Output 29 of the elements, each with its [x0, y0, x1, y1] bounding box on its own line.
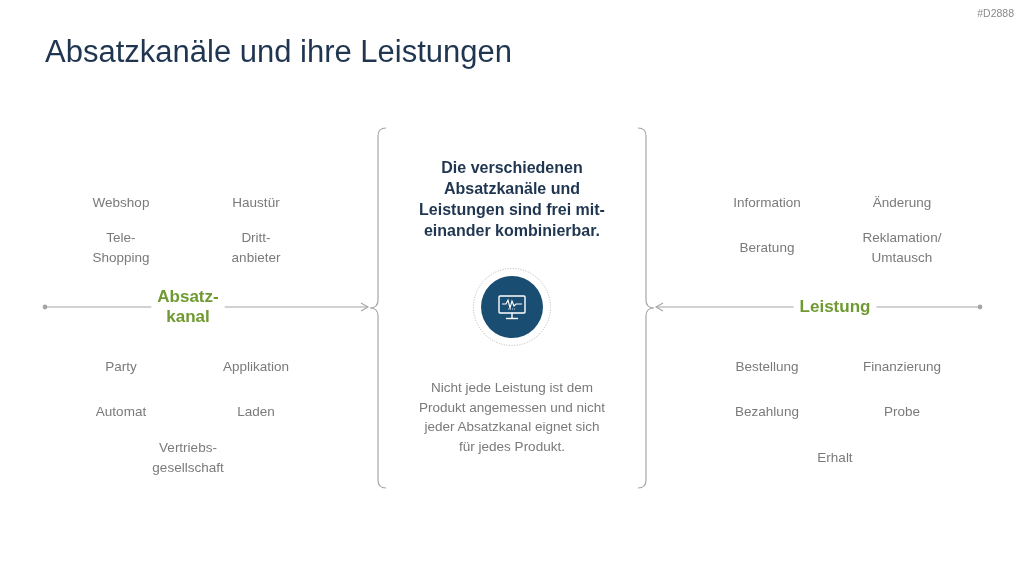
bracketed-panel	[368, 127, 656, 489]
item-label: Finanzierung	[863, 358, 941, 377]
panel-heading: Die verschiedenen Absatzkanäle und Leistungen sind frei mit- einander kombinierbar.	[418, 158, 606, 241]
item-label: Tele- Shopping	[92, 229, 150, 267]
slide-title: Absatzkanäle und ihre Leistungen	[45, 34, 513, 70]
item-label: Probe	[884, 403, 920, 422]
item-label: Automat	[95, 403, 147, 422]
item-label: Bestellung	[735, 358, 799, 377]
category-label: Absatz- kanal	[151, 287, 225, 327]
item-label: Vertriebs- gesellschaft	[152, 439, 224, 477]
item-label: Party	[105, 358, 137, 377]
item-label: Information	[733, 194, 801, 213]
panel-text: Nicht jede Leistung ist dem Produkt angemessen und nicht jeder Absatzkanal eignet sich für jedes Produkt.	[417, 379, 607, 457]
item-label: Applikation	[223, 358, 289, 377]
item-label: Bezahlung	[735, 403, 799, 422]
item-label: Webshop	[92, 194, 150, 213]
item-label: Reklamation/ Umtausch	[862, 229, 942, 267]
item-label: Beratung	[739, 239, 795, 258]
item-label: Laden	[237, 403, 275, 422]
item-label: Änderung	[872, 194, 932, 213]
item-label: Erhalt	[817, 449, 853, 468]
item-label: Dritt- anbieter	[231, 229, 281, 267]
category-label: Leistung	[793, 297, 877, 317]
slide-code: #D2888	[977, 6, 1014, 20]
arrow	[655, 302, 795, 312]
item-label: Haustür	[232, 194, 280, 213]
arrow	[224, 302, 369, 312]
dot-ended-line	[42, 304, 152, 310]
dot-ended-line	[875, 304, 983, 310]
